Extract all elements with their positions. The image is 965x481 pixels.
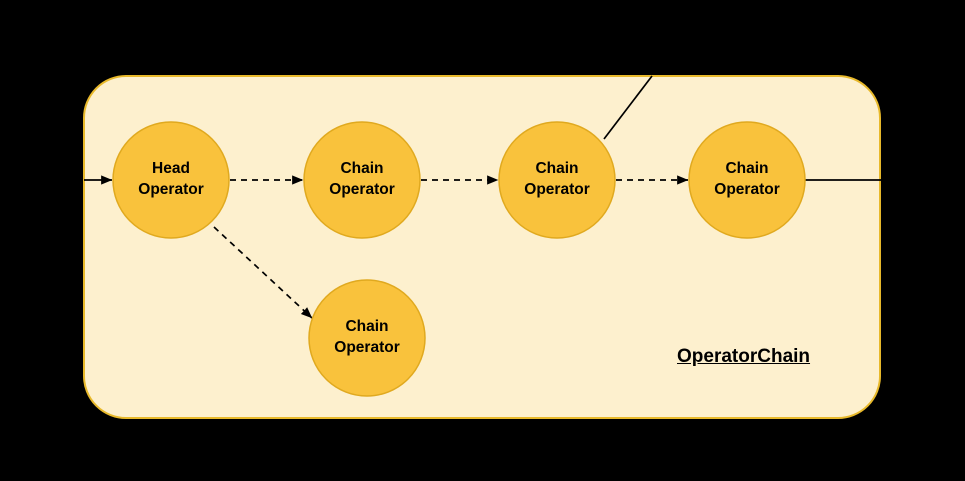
solid-line-chain2-upstream: [603, 75, 653, 140]
dashed-arrow-head-to-chain4: [213, 226, 313, 319]
chain-operator-node-1[interactable]: [303, 121, 421, 239]
operator-chain-title: OperatorChain: [677, 346, 811, 367]
head-operator-node[interactable]: [112, 121, 230, 239]
chain-operator-node-4[interactable]: [308, 279, 426, 397]
operator-chain-container: [83, 75, 881, 419]
chain-operator-node-2[interactable]: [498, 121, 616, 239]
chain-operator-node-3[interactable]: [688, 121, 806, 239]
operator-chain-boundary: [83, 75, 881, 419]
node-layer: [112, 121, 806, 397]
edge-layer: [84, 75, 965, 319]
